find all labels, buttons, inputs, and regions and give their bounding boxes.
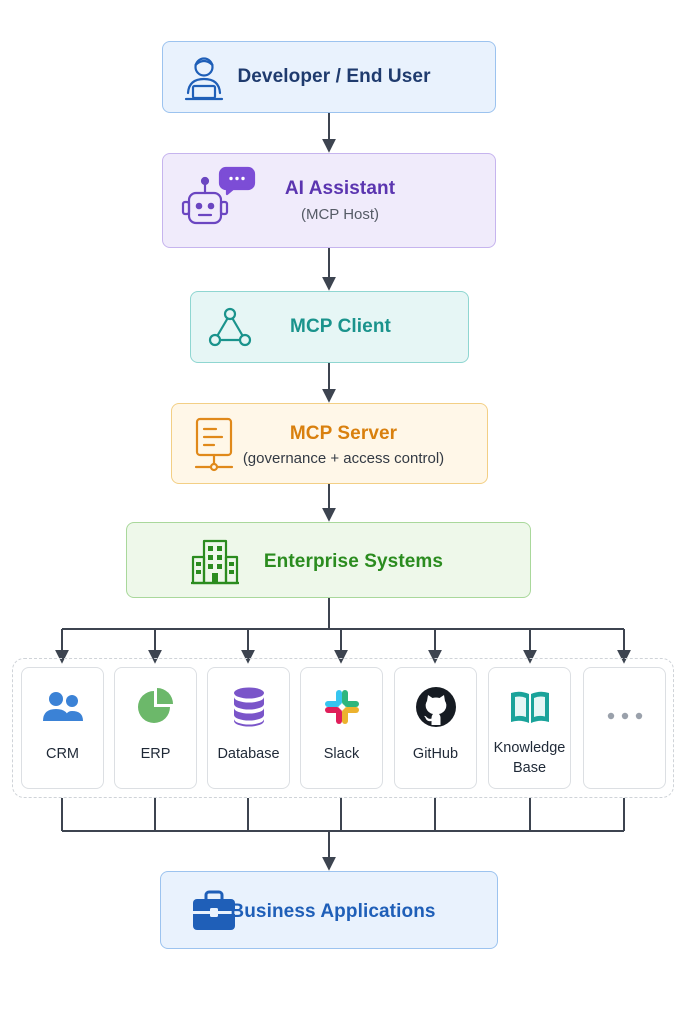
system-card-erp: ERP [114, 667, 197, 789]
server-icon [192, 416, 236, 472]
system-label: Database [217, 746, 280, 762]
node-assistant-subtitle: (MCP Host) [300, 206, 380, 223]
system-label: GitHub [412, 746, 459, 762]
node-ai-assistant: AI Assistant (MCP Host) [162, 153, 496, 248]
node-server-title: MCP Server [289, 423, 398, 444]
system-card-slack: Slack [300, 667, 383, 789]
system-card-more: … [583, 667, 666, 789]
robot-chat-icon [177, 164, 257, 236]
systems-group-frame [12, 658, 674, 798]
node-client-title: MCP Client [290, 316, 391, 337]
node-mcp-server: MCP Server (governance + access control) [171, 403, 488, 484]
people-icon [22, 686, 103, 728]
system-label: CRM [45, 746, 80, 762]
system-label: ERP [140, 746, 171, 762]
node-business-applications: Business Applications [160, 871, 498, 949]
network-nodes-icon [205, 304, 255, 350]
system-label: Slack [323, 746, 360, 762]
node-mcp-client: MCP Client [190, 291, 469, 363]
building-icon [189, 535, 241, 587]
briefcase-icon [189, 888, 239, 934]
system-card-github: GitHub [394, 667, 477, 789]
github-icon [395, 686, 476, 728]
more-icon [584, 706, 665, 726]
system-card-crm: CRM [21, 667, 104, 789]
node-assistant-title: AI Assistant [284, 178, 396, 199]
database-icon [208, 686, 289, 728]
system-label: Knowledge Base [493, 740, 566, 776]
user-laptop-icon [179, 52, 229, 104]
book-icon [489, 686, 570, 728]
node-enterprise-title: Enterprise Systems [263, 551, 444, 572]
node-enterprise-systems: Enterprise Systems [126, 522, 531, 598]
node-user-title: Developer / End User [237, 66, 431, 87]
node-business-title: Business Applications [230, 901, 436, 922]
system-card-knowledge-base: Knowledge Base [488, 667, 571, 789]
node-server-subtitle: (governance + access control) [242, 450, 445, 467]
system-card-database: Database [207, 667, 290, 789]
node-developer-user: Developer / End User [162, 41, 496, 113]
pie-chart-icon [115, 686, 196, 728]
slack-icon [301, 686, 382, 728]
